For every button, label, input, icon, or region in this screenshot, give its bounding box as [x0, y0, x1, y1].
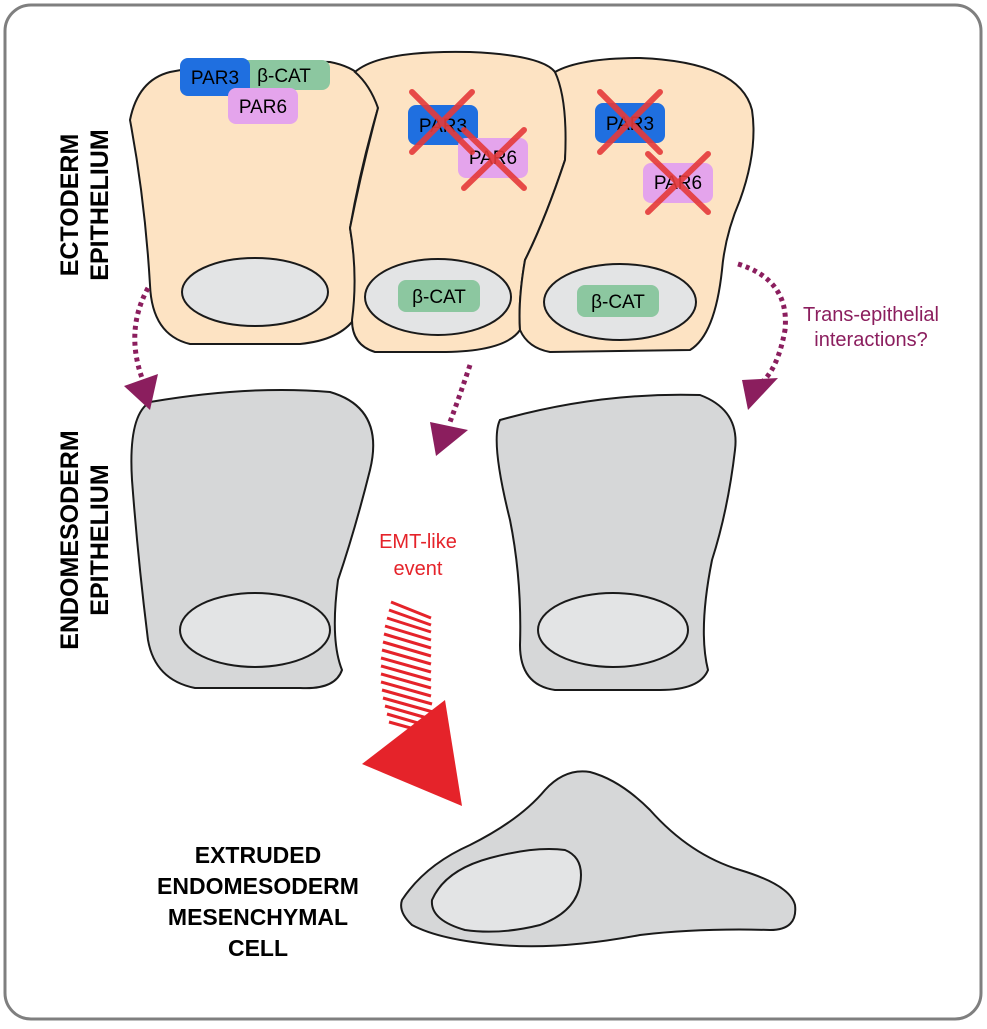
bcat-tag-right: [577, 285, 659, 317]
endomesoderm-label-line1: ENDOMESODERM: [56, 430, 84, 649]
protein-complex-left: β-CAT PAR3 PAR6: [180, 58, 330, 124]
emt-label-line1: EMT-like: [379, 531, 457, 553]
emt-stripe: [382, 696, 434, 714]
cross-par3-right: [597, 89, 663, 155]
nucleus-endo-left: [179, 592, 331, 668]
nucleus-ecto-left: [181, 257, 329, 327]
extruded-label-line2: ENDOMESODERM: [157, 873, 359, 899]
emt-stripe: [380, 672, 432, 690]
emt-arrow: [362, 600, 462, 806]
emt-stripe: [390, 600, 432, 620]
emt-stripe: [386, 616, 432, 634]
cross-par3-middle: [409, 89, 475, 155]
emt-stripe: [384, 624, 432, 642]
emt-stripe: [380, 680, 432, 698]
par3-tag-left: [180, 58, 250, 96]
emt-stripe: [383, 632, 432, 650]
dotted-arrow-right-path: [737, 261, 788, 384]
par6-label-left: PAR6: [239, 97, 287, 118]
trans-epithelial-label-line2: interactions?: [814, 329, 927, 351]
extruded-label-line3: MESENCHYMAL: [168, 904, 348, 930]
endomesoderm-label-line2: EPITHELIUM: [86, 464, 114, 615]
endomesoderm-epithelium: [130, 388, 737, 691]
emt-stripe: [380, 656, 432, 674]
par3-label-left: PAR3: [191, 68, 239, 89]
bcat-label-right: β-CAT: [591, 292, 645, 313]
dotted-arrow-right-head: [742, 378, 778, 410]
extruded-label-line4: CELL: [228, 935, 288, 961]
protein-complex-right: PAR3 PAR6 β-CAT: [577, 89, 713, 317]
emt-stripe: [382, 640, 432, 658]
emt-arrow-head: [362, 700, 462, 806]
endomesoderm-side-label: ENDOMESODERM EPITHELIUM: [56, 430, 114, 649]
cross-par6-right: [645, 151, 711, 215]
dotted-arrow-middle-head: [430, 422, 468, 456]
dotted-arrow-left-head: [124, 374, 158, 410]
emt-stripe: [380, 664, 432, 682]
bcat-label-left: β-CAT: [257, 66, 311, 87]
bcat-tag-middle: [398, 280, 480, 312]
dotted-arrow-left-path: [132, 286, 151, 379]
extruded-mesenchymal-cell: [400, 770, 797, 948]
nucleus-endo-right: [537, 592, 689, 668]
extruded-label-line1: EXTRUDED: [195, 842, 322, 868]
bcat-tag-left: [238, 60, 330, 90]
par6-tag-left: [228, 88, 298, 124]
emt-stripe: [381, 648, 432, 666]
ectoderm-label-line1: ECTODERM: [56, 134, 84, 277]
mesenchymal-nucleus: [430, 848, 582, 933]
ectoderm-label-line2: EPITHELIUM: [86, 129, 114, 280]
signaling-arrows: [124, 261, 788, 456]
ectoderm-epithelium: [128, 50, 755, 354]
emt-stripe: [381, 688, 433, 706]
emt-label-line2: event: [394, 558, 443, 580]
ectoderm-side-label: ECTODERM EPITHELIUM: [56, 129, 114, 280]
protein-complex-middle: PAR3 PAR6 β-CAT: [398, 89, 528, 312]
cross-par6-middle: [461, 127, 527, 191]
trans-epithelial-label-line1: Trans-epithelial: [803, 304, 939, 326]
emt-stripe: [388, 608, 432, 627]
bcat-label-middle: β-CAT: [412, 287, 466, 308]
